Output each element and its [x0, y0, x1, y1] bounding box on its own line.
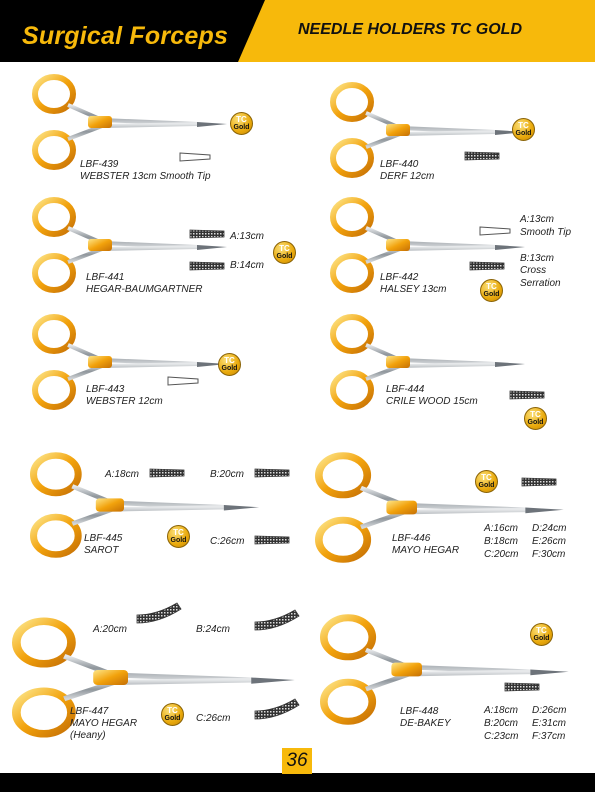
- product-code: LBF-445: [84, 533, 123, 544]
- tip-detail-serrated: [504, 682, 540, 692]
- tip-detail-a: [479, 226, 511, 236]
- size-a: A:13cm: [230, 231, 264, 242]
- product-name: CRILE WOOD 15cm: [386, 396, 478, 407]
- size-b: B:20cm: [210, 469, 244, 480]
- product-code: LBF-447: [70, 706, 109, 717]
- size-c: C:23cm: [484, 731, 519, 742]
- tip-note: Serration: [520, 278, 561, 289]
- product-code: LBF-448: [400, 706, 439, 717]
- product-code: LBF-440: [380, 159, 419, 170]
- product-name: WEBSTER 13cm Smooth Tip: [80, 171, 211, 182]
- size-c: C:20cm: [484, 549, 519, 560]
- tip-detail-serrated: [509, 390, 545, 400]
- page-title: Surgical Forceps: [22, 22, 229, 50]
- size-e: E:31cm: [532, 718, 566, 729]
- tip-note: Cross: [520, 265, 547, 276]
- tip-detail-a: [189, 229, 225, 239]
- tip-detail-serrated: [464, 151, 500, 161]
- product-name: WEBSTER 12cm: [86, 396, 163, 407]
- product-code: LBF-444: [386, 384, 425, 395]
- footer-bar: [0, 773, 595, 792]
- size-a: A:18cm: [484, 705, 518, 716]
- size-b: B:18cm: [484, 536, 518, 547]
- forceps-image-lbf-440: [330, 80, 530, 180]
- size-f: F:30cm: [532, 549, 566, 560]
- product-code: LBF-446: [392, 533, 431, 544]
- size-b: B:24cm: [196, 624, 230, 635]
- tip-detail-smooth: [179, 152, 211, 162]
- product-name: DE-BAKEY: [400, 718, 451, 729]
- size-a: A:18cm: [105, 469, 139, 480]
- product-code: LBF-443: [86, 384, 125, 395]
- product-name-note: (Heany): [70, 730, 106, 741]
- tip-detail-smooth: [167, 376, 199, 386]
- tip-detail-b: [254, 609, 300, 631]
- size-a: A:20cm: [93, 624, 127, 635]
- tip-detail-b: [189, 261, 225, 271]
- product-name: MAYO HEGAR: [70, 718, 138, 729]
- size-b: B:13cm: [520, 253, 554, 264]
- header-gold-banner: [238, 0, 595, 62]
- size-a: A:13cm: [520, 214, 554, 225]
- product-name: MAYO HEGAR: [392, 545, 460, 556]
- tip-detail-b: [254, 468, 290, 478]
- tip-detail-serrated: [521, 477, 557, 487]
- tip-detail-a: [136, 602, 182, 624]
- product-name: HALSEY 13cm: [380, 284, 447, 295]
- tip-note: Smooth Tip: [520, 227, 572, 238]
- product-name: DERF 12cm: [380, 171, 435, 182]
- tip-detail-c: [254, 535, 290, 545]
- section-title: NEEDLE HOLDERS TC GOLD: [298, 21, 523, 38]
- product-code: LBF-441: [86, 272, 125, 283]
- size-c: C:26cm: [196, 713, 231, 724]
- page-number: 36: [282, 748, 312, 774]
- size-b: B:14cm: [230, 260, 264, 271]
- product-name: HEGAR-BAUMGARTNER: [86, 284, 203, 295]
- size-f: F:37cm: [532, 731, 566, 742]
- size-d: D:24cm: [532, 523, 567, 534]
- size-d: D:26cm: [532, 705, 567, 716]
- product-name: SAROT: [84, 545, 119, 556]
- size-c: C:26cm: [210, 536, 245, 547]
- size-b: B:20cm: [484, 718, 518, 729]
- tip-detail-c: [254, 698, 300, 720]
- tip-detail-a: [149, 468, 185, 478]
- forceps-image-lbf-447: [12, 615, 302, 740]
- forceps-image-lbf-442: [330, 195, 530, 295]
- product-code: LBF-442: [380, 272, 419, 283]
- size-e: E:26cm: [532, 536, 566, 547]
- tip-detail-b: [469, 261, 505, 271]
- product-code: LBF-439: [80, 159, 119, 170]
- size-a: A:16cm: [484, 523, 518, 534]
- forceps-image-lbf-441: [32, 195, 232, 295]
